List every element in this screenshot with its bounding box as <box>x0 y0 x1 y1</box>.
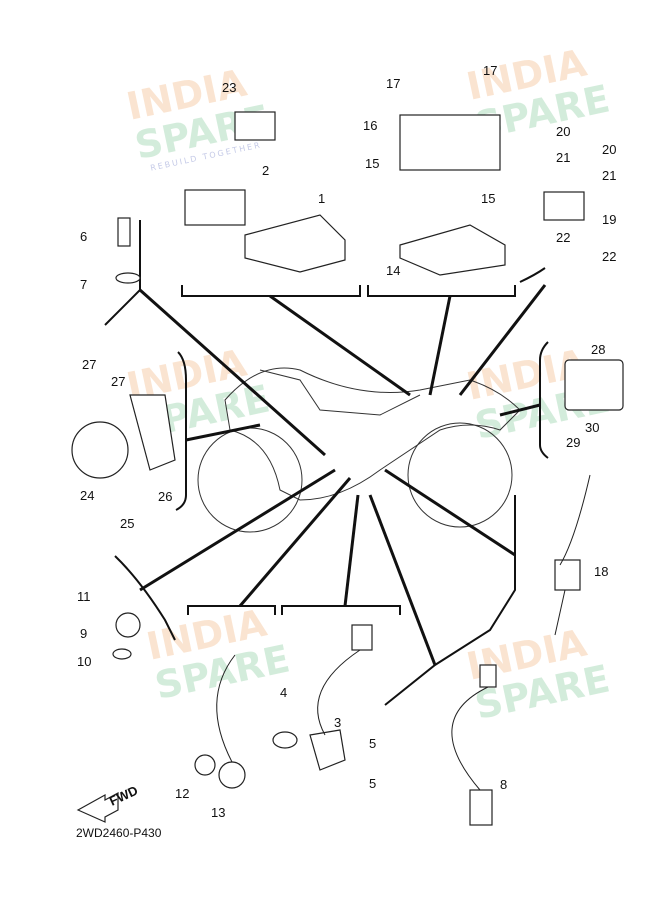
o-ring-10[interactable] <box>112 648 132 660</box>
switch-12[interactable] <box>194 754 216 776</box>
callout-12: 12 <box>175 786 189 801</box>
callout-21: 21 <box>602 168 616 183</box>
callout-2: 2 <box>262 163 269 178</box>
callout-18: 18 <box>594 564 608 579</box>
diagram-code: 2WD2460-P430 <box>76 826 162 840</box>
callout-1: 1 <box>318 191 325 206</box>
horn-24[interactable] <box>71 421 129 479</box>
callout-20: 20 <box>602 142 616 157</box>
parts <box>71 111 624 826</box>
ecu-1[interactable] <box>244 214 346 273</box>
rectifier-16[interactable] <box>399 114 501 171</box>
callout-3: 3 <box>334 715 341 730</box>
callout-13: 13 <box>211 805 225 820</box>
reflector-28[interactable] <box>564 359 624 411</box>
callout-15: 15 <box>365 156 379 171</box>
sensor-6[interactable] <box>117 217 131 247</box>
relay-2[interactable] <box>184 189 246 226</box>
callout-22: 22 <box>556 230 570 245</box>
callout-20: 20 <box>556 124 570 139</box>
callout-22: 22 <box>602 249 616 264</box>
callout-4: 4 <box>280 685 287 700</box>
leader-lines <box>139 284 547 666</box>
group-brackets <box>104 220 549 706</box>
callout-27: 27 <box>82 357 96 372</box>
callout-labels: 23 2 1 17 17 16 15 15 14 20 20 21 21 19 … <box>77 63 616 820</box>
sensor-13[interactable] <box>218 761 246 789</box>
callout-24: 24 <box>80 488 94 503</box>
relay-23[interactable] <box>234 111 276 141</box>
callout-5: 5 <box>369 776 376 791</box>
callout-14: 14 <box>386 263 400 278</box>
coupler-8[interactable] <box>479 664 497 688</box>
callout-30: 30 <box>585 420 599 435</box>
bracket-26[interactable] <box>129 394 176 471</box>
callout-7: 7 <box>80 277 87 292</box>
fwd-label: FWD <box>107 783 140 809</box>
callout-25: 25 <box>120 516 134 531</box>
callout-16: 16 <box>363 118 377 133</box>
callout-8: 8 <box>500 777 507 792</box>
callout-29: 29 <box>566 435 580 450</box>
o-ring-4[interactable] <box>272 731 298 749</box>
callout-9: 9 <box>80 626 87 641</box>
motorcycle-outline <box>197 367 521 533</box>
callout-5: 5 <box>369 736 376 751</box>
switch-9[interactable] <box>115 612 141 638</box>
callout-17: 17 <box>386 76 400 91</box>
bracket-14[interactable] <box>399 224 506 276</box>
sensor-3[interactable] <box>309 729 346 771</box>
callout-11: 11 <box>77 589 91 604</box>
callout-26: 26 <box>158 489 172 504</box>
callout-17: 17 <box>483 63 497 78</box>
callout-21: 21 <box>556 150 570 165</box>
callout-23: 23 <box>222 80 236 95</box>
callout-27: 27 <box>111 374 125 389</box>
switch-18[interactable] <box>554 559 581 591</box>
o2-sensor-8[interactable] <box>469 789 493 826</box>
coupler-3[interactable] <box>351 624 373 651</box>
callout-15: 15 <box>481 191 495 206</box>
fwd-arrow: FWD <box>76 783 140 823</box>
washer-7[interactable] <box>115 272 141 284</box>
callout-6: 6 <box>80 229 87 244</box>
unit-19[interactable] <box>543 191 585 221</box>
callout-28: 28 <box>591 342 605 357</box>
callout-10: 10 <box>77 654 91 669</box>
callout-19: 19 <box>602 212 616 227</box>
